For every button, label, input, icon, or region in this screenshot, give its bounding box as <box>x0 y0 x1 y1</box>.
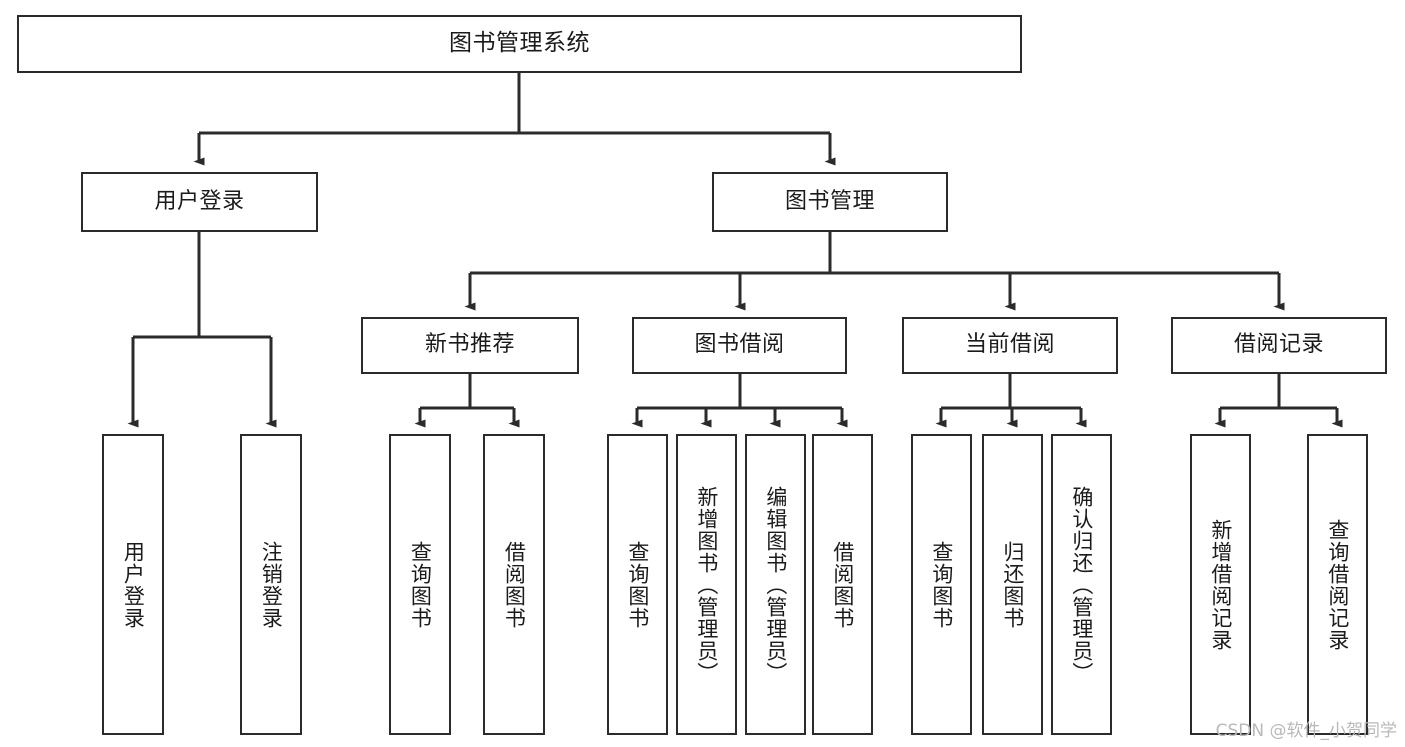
node-label: 查询图书 <box>625 540 650 629</box>
node-user-login[interactable]: 用户登录 <box>81 172 318 232</box>
node-book-manage[interactable]: 图书管理 <box>712 172 948 232</box>
node-root-system[interactable]: 图书管理系统 <box>17 15 1022 73</box>
node-label: 查询图书 <box>408 540 433 629</box>
node-leaf-query-book-recommend[interactable]: 查询图书 <box>389 434 451 735</box>
node-leaf-borrow-book-recommend[interactable]: 借阅图书 <box>483 434 545 735</box>
node-label: 查询借阅记录 <box>1325 518 1350 651</box>
node-label: 图书借阅 <box>694 332 785 358</box>
node-label: 新增图书（管理员） <box>694 485 719 684</box>
node-leaf-confirm-return-admin[interactable]: 确认归还（管理员） <box>1051 434 1112 735</box>
node-label: 新增借阅记录 <box>1208 518 1233 651</box>
node-label: 用户登录 <box>121 540 146 629</box>
node-label: 归还图书 <box>1000 540 1025 629</box>
node-label: 图书管理 <box>784 188 875 214</box>
node-leaf-edit-book-admin[interactable]: 编辑图书（管理员） <box>745 434 806 735</box>
node-leaf-query-borrow-record[interactable]: 查询借阅记录 <box>1307 434 1368 735</box>
node-label: 当前借阅 <box>964 332 1055 358</box>
node-label: 编辑图书（管理员） <box>763 485 788 684</box>
node-leaf-return-book[interactable]: 归还图书 <box>982 434 1043 735</box>
node-borrow-record[interactable]: 借阅记录 <box>1171 317 1387 374</box>
node-label: 借阅图书 <box>502 540 527 629</box>
node-label: 图书管理系统 <box>449 30 590 57</box>
node-label: 借阅图书 <box>830 540 855 629</box>
node-leaf-logout[interactable]: 注销登录 <box>240 434 302 735</box>
node-leaf-user-login[interactable]: 用户登录 <box>102 434 164 735</box>
node-label: 用户登录 <box>154 188 245 214</box>
node-label: 注销登录 <box>259 540 284 629</box>
node-leaf-add-book-admin[interactable]: 新增图书（管理员） <box>676 434 737 735</box>
node-leaf-query-book-borrow[interactable]: 查询图书 <box>607 434 668 735</box>
node-current-borrow[interactable]: 当前借阅 <box>902 317 1118 374</box>
node-leaf-borrow-book[interactable]: 借阅图书 <box>812 434 873 735</box>
node-new-book-recommend[interactable]: 新书推荐 <box>361 317 579 374</box>
node-book-borrow[interactable]: 图书借阅 <box>632 317 847 374</box>
node-label: 查询图书 <box>929 540 954 629</box>
node-leaf-add-borrow-record[interactable]: 新增借阅记录 <box>1190 434 1251 735</box>
node-label: 借阅记录 <box>1233 332 1324 358</box>
node-label: 确认归还（管理员） <box>1069 485 1094 684</box>
node-leaf-query-book-current[interactable]: 查询图书 <box>911 434 972 735</box>
watermark-text: CSDN @软件_小贺同学 <box>1215 721 1397 741</box>
node-label: 新书推荐 <box>424 332 515 358</box>
